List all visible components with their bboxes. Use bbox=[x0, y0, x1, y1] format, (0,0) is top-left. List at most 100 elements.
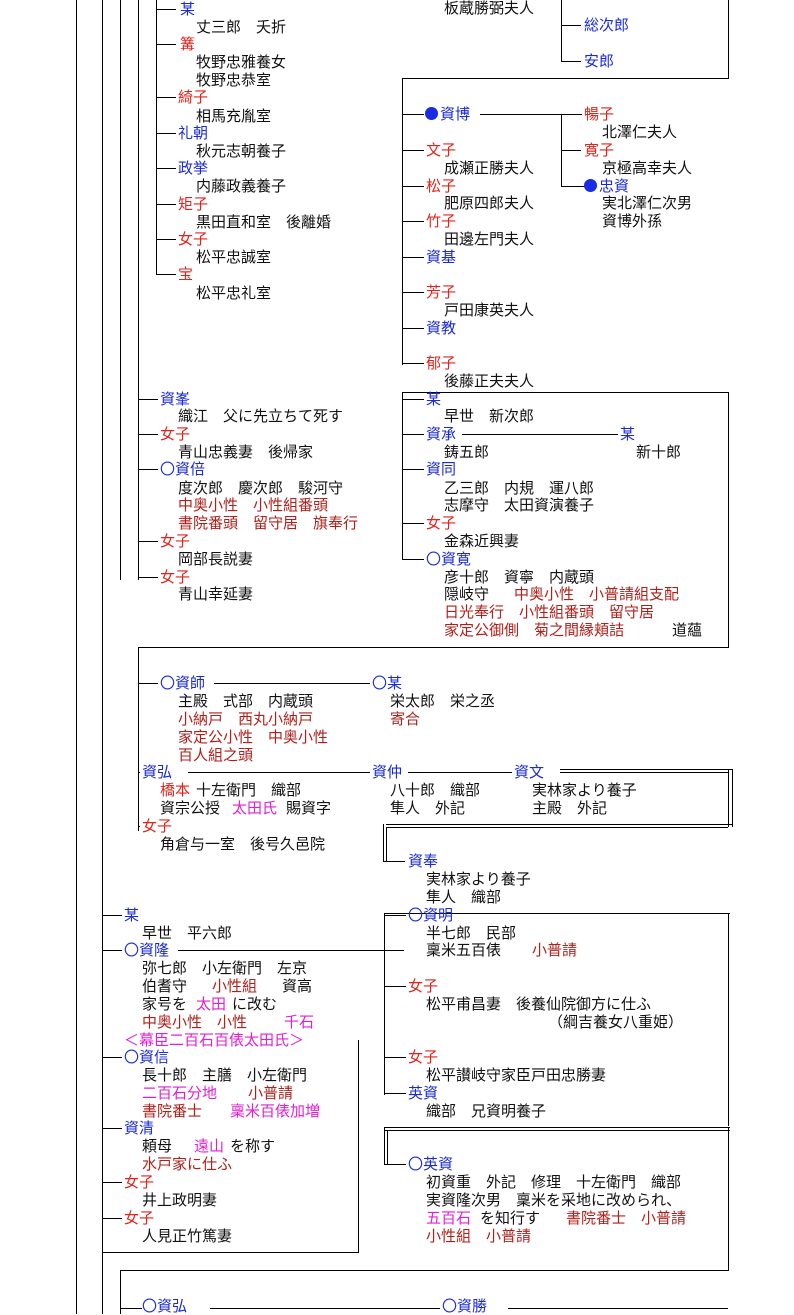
node-text: 女子 bbox=[160, 568, 191, 586]
node-text: 実資隆次男 稟米を采地に改められ、 bbox=[426, 1191, 682, 1209]
person-note: を称す bbox=[230, 1137, 275, 1155]
person-name: 綺子 bbox=[178, 88, 208, 106]
connector-line bbox=[728, 769, 729, 827]
node-text: 政挙 bbox=[178, 159, 209, 177]
connector-line bbox=[102, 915, 122, 916]
person-note: 稟米五百俵 bbox=[426, 941, 516, 959]
person-note: 主殿 式部 内蔵頭 bbox=[178, 692, 313, 710]
node-text: 長十郎 主膳 小左衛門 bbox=[142, 1066, 308, 1084]
connector-line bbox=[508, 1308, 728, 1309]
node-text: 太田 bbox=[196, 995, 227, 1013]
connector-line bbox=[102, 1182, 122, 1183]
node-text: 某 bbox=[180, 0, 196, 18]
connector-line bbox=[402, 469, 424, 470]
node-text: 書院番士 bbox=[142, 1102, 218, 1120]
person-name: 〇資師 bbox=[160, 674, 205, 692]
node-text: 女子 bbox=[142, 817, 173, 835]
node-text: 小性組 小普請 bbox=[426, 1227, 532, 1245]
connector-line bbox=[138, 577, 158, 578]
node-text: 牧野忠恭室 bbox=[196, 71, 272, 89]
person-note: 資高 bbox=[282, 977, 312, 995]
connector-line bbox=[402, 186, 424, 187]
person-name: 総次郎 bbox=[584, 16, 629, 34]
person-name: 資基 bbox=[426, 248, 456, 266]
connector-line bbox=[358, 1040, 359, 1252]
node-text: 遠山 bbox=[194, 1137, 225, 1155]
node-text: 松平甫昌妻 後養仙院御方に仕ふ bbox=[426, 995, 652, 1013]
node-text: 資宗公授 bbox=[160, 799, 221, 817]
person-name: 二百石分地 bbox=[142, 1084, 232, 1102]
connector-line bbox=[384, 1093, 406, 1094]
connector-line bbox=[156, 133, 176, 134]
node-text: 秋元志朝養子 bbox=[196, 142, 287, 160]
person-note: 弥七郎 小左衛門 左京 bbox=[142, 959, 307, 977]
connector-line bbox=[138, 683, 158, 684]
person-note: 資博外孫 bbox=[602, 212, 662, 230]
person-note: 戸田康英夫人 bbox=[444, 301, 534, 319]
person-name: 遠山 bbox=[194, 1137, 224, 1155]
person-name: 書院番士 bbox=[142, 1102, 217, 1120]
person-note: 乙三郎 内規 運八郎 bbox=[444, 479, 594, 497]
connector-line bbox=[384, 915, 406, 916]
connector-line bbox=[387, 1130, 388, 1165]
person-note: 栄太郎 栄之丞 bbox=[390, 692, 495, 710]
person-name: 小性組 bbox=[212, 977, 257, 995]
node-text: 隠岐守 bbox=[444, 585, 505, 603]
node-text: 小普請 bbox=[532, 941, 578, 959]
person-name: 某 bbox=[620, 425, 635, 443]
node-text: 女子 bbox=[160, 532, 191, 550]
connector-line bbox=[120, 0, 121, 580]
person-note: 牧野忠恭室 bbox=[196, 71, 271, 89]
person-note: 志摩守 太田資演養子 bbox=[444, 496, 594, 514]
connector-line bbox=[565, 186, 585, 187]
person-name: 〇資隆 bbox=[124, 941, 169, 959]
node-text: 後藤正夫夫人 bbox=[444, 372, 535, 390]
person-name: 家定公小性 中奥小性 bbox=[178, 728, 328, 746]
node-text: 牧野忠雅養女 bbox=[196, 53, 287, 71]
person-name: 資峯 bbox=[160, 390, 190, 408]
node-text: 成瀬正勝夫人 bbox=[444, 159, 535, 177]
person-note: 初資重 外記 修理 十左衛門 織部 bbox=[426, 1173, 681, 1191]
person-name: 女子 bbox=[408, 1048, 438, 1066]
connector-line bbox=[102, 0, 103, 1314]
node-text: 女子 bbox=[124, 1209, 155, 1227]
node-text: 総次郎 bbox=[584, 16, 630, 34]
person-note: 北澤仁夫人 bbox=[602, 123, 677, 141]
node-text: 暢子 bbox=[584, 105, 615, 123]
node-text: 実林家より養子 bbox=[532, 781, 637, 799]
node-text: 人見正竹篤妻 bbox=[142, 1227, 233, 1245]
person-name: 寛子 bbox=[584, 141, 614, 159]
node-text: 女子 bbox=[408, 1048, 439, 1066]
person-note: に改む bbox=[232, 995, 277, 1013]
person-note: 織部 兄資明養子 bbox=[426, 1102, 546, 1120]
connector-line bbox=[732, 769, 733, 827]
person-name: 女子 bbox=[142, 817, 172, 835]
connector-line bbox=[102, 950, 122, 951]
person-note: 成瀬正勝夫人 bbox=[444, 159, 534, 177]
person-note: 資宗公授 bbox=[160, 799, 220, 817]
connector-line bbox=[402, 78, 729, 79]
person-name: 女子 bbox=[124, 1209, 154, 1227]
connector-line bbox=[120, 1270, 729, 1271]
node-text: 〇英資 bbox=[408, 1155, 454, 1173]
connector-line bbox=[120, 1270, 121, 1314]
person-name: ＜幕臣二百石百俵太田氏＞ bbox=[124, 1031, 304, 1049]
node-text: 資奉 bbox=[408, 852, 439, 870]
connector-line bbox=[384, 1127, 730, 1128]
connector-line bbox=[102, 1128, 122, 1129]
person-name: 資承 bbox=[426, 425, 456, 443]
person-name: 〇資明 bbox=[408, 906, 453, 924]
person-name: 家定公御側 菊之間縁頬詰 bbox=[444, 621, 639, 639]
person-note: 家号を bbox=[142, 995, 187, 1013]
node-text: 寛子 bbox=[584, 141, 615, 159]
node-text: （綱吉養女八重姫） bbox=[548, 1013, 684, 1031]
person-name: 女子 bbox=[408, 977, 438, 995]
node-text: 家号を bbox=[142, 995, 188, 1013]
node-text: 中奥小性 小性組番頭 bbox=[178, 496, 329, 514]
node-text: 資文 bbox=[514, 763, 545, 781]
person-name: 女子 bbox=[160, 532, 190, 550]
node-text: 角倉与一室 後号久邑院 bbox=[160, 835, 326, 853]
node-text: 栄太郎 栄之丞 bbox=[390, 692, 496, 710]
person-note: 松平忠礼室 bbox=[196, 284, 271, 302]
node-text: 志摩守 太田資演養子 bbox=[444, 496, 595, 514]
